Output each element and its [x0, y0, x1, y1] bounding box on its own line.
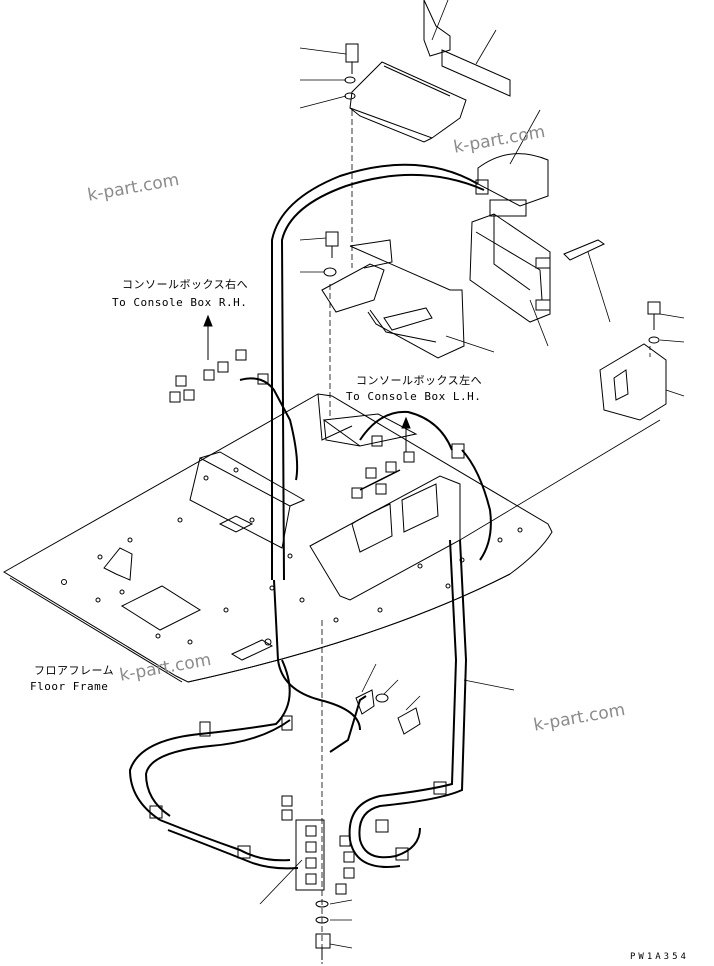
arrows — [203, 314, 411, 452]
console-rh-label-en: To Console Box R.H. — [112, 296, 248, 309]
console-lh-label-jp: コンソールボックス左へ — [356, 374, 483, 387]
drawing-code: PW1A354 — [630, 952, 689, 962]
floor-frame-label-jp: フロアフレーム — [34, 664, 115, 677]
bolts — [315, 43, 661, 960]
clamps — [149, 179, 489, 861]
console-bracket-lh — [309, 413, 461, 601]
controller-bracket — [321, 239, 465, 359]
connectors — [169, 199, 551, 895]
wire-harness — [128, 163, 492, 870]
console-rh-label-jp: コンソールボックス右へ — [122, 278, 249, 291]
controller-unit — [469, 213, 551, 323]
console-lh-label-en: To Console Box L.H. — [346, 390, 482, 403]
top-cover — [349, 0, 549, 207]
side-bracket — [599, 343, 667, 421]
floor-frame-label-en: Floor Frame — [30, 680, 109, 693]
leader-lines — [259, 0, 685, 964]
floor-frame-plate — [3, 393, 553, 683]
ground-cable — [329, 689, 375, 753]
